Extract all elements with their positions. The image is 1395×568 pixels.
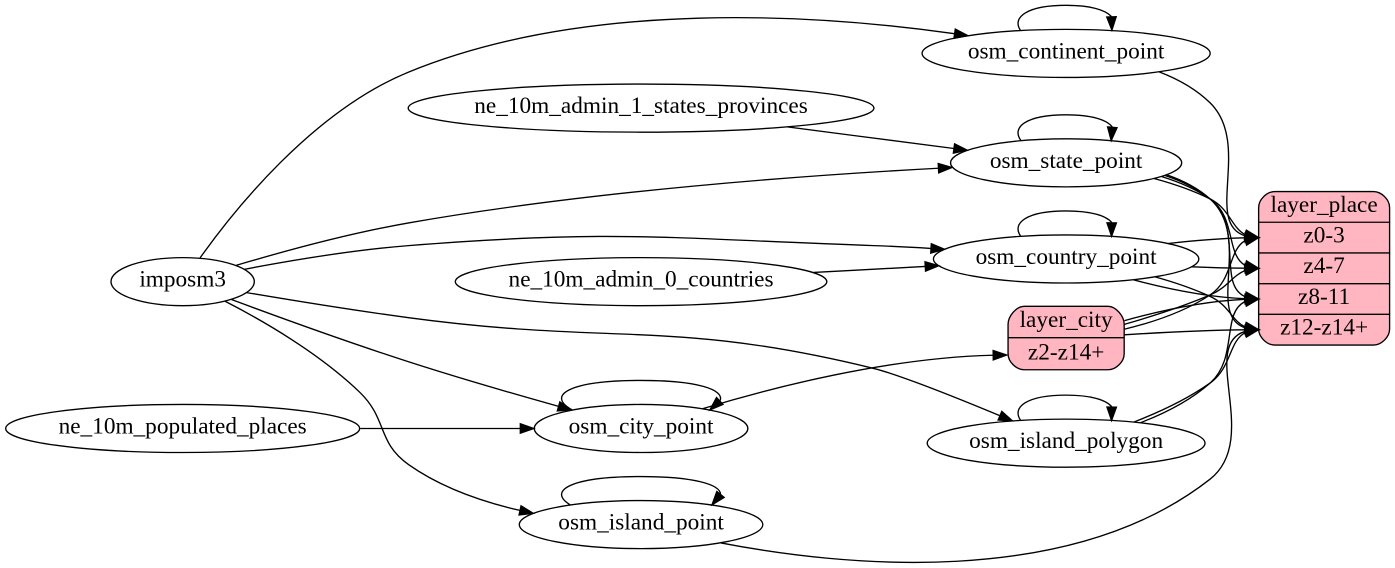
svg-text:layer_place: layer_place (1270, 192, 1377, 218)
svg-text:osm_country_point: osm_country_point (976, 244, 1158, 270)
svg-text:z8-11: z8-11 (1298, 284, 1350, 310)
svg-text:osm_island_polygon: osm_island_polygon (969, 428, 1163, 454)
svg-text:osm_city_point: osm_city_point (569, 414, 714, 440)
svg-text:ne_10m_admin_1_states_province: ne_10m_admin_1_states_provinces (474, 93, 808, 119)
svg-text:z2-z14+: z2-z14+ (1028, 339, 1104, 365)
svg-text:layer_city: layer_city (1020, 307, 1113, 333)
svg-text:ne_10m_populated_places: ne_10m_populated_places (59, 414, 307, 440)
svg-text:z12-z14+: z12-z14+ (1280, 315, 1368, 341)
svg-text:z4-7: z4-7 (1303, 253, 1344, 279)
svg-text:osm_continent_point: osm_continent_point (968, 38, 1165, 64)
svg-text:osm_island_point: osm_island_point (558, 510, 724, 536)
svg-text:imposm3: imposm3 (139, 267, 226, 293)
svg-text:ne_10m_admin_0_countries: ne_10m_admin_0_countries (509, 267, 774, 293)
svg-text:z0-3: z0-3 (1303, 223, 1344, 249)
svg-text:osm_state_point: osm_state_point (990, 148, 1143, 174)
